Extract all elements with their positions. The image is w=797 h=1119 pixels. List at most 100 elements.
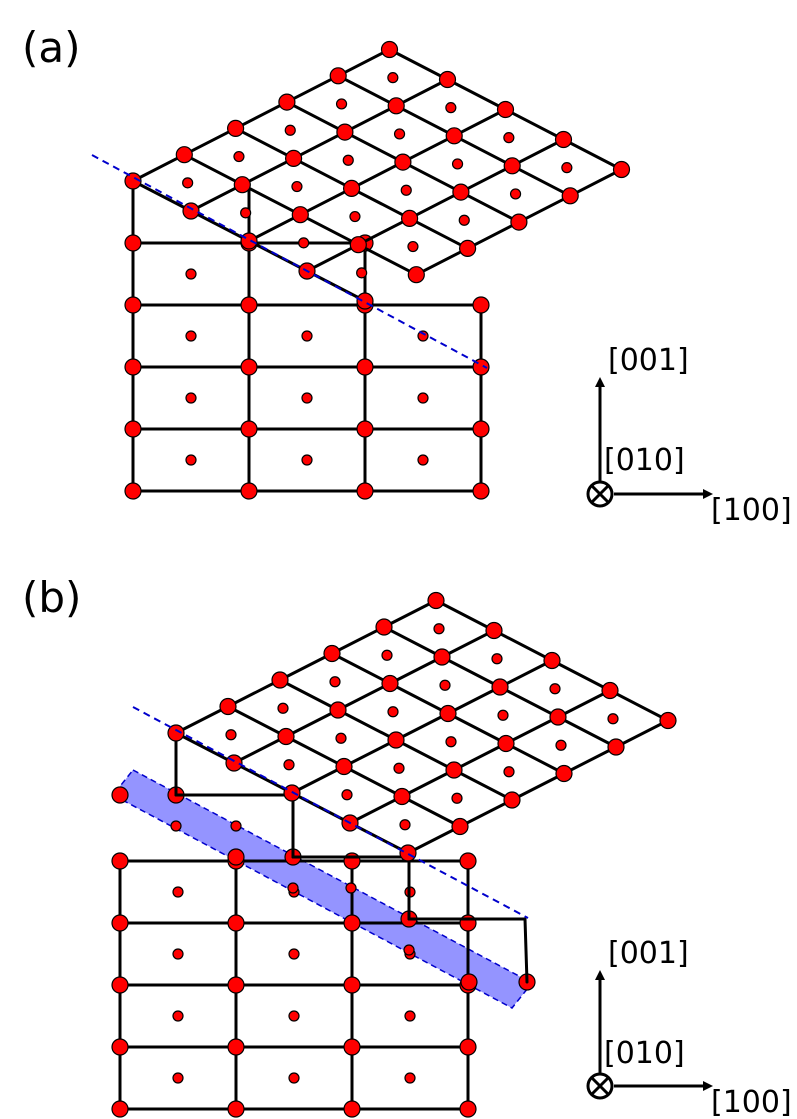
bond-line [562, 138, 623, 171]
axis-100-label: [100] [711, 1085, 792, 1119]
corner-atom [433, 648, 451, 666]
center-atom [345, 882, 357, 894]
corner-atom [496, 100, 515, 119]
bond-line [452, 108, 507, 138]
center-atom [607, 713, 619, 725]
corner-atom [485, 621, 503, 640]
bond-line [388, 682, 450, 715]
bond-line [452, 742, 508, 772]
center-atom [407, 240, 419, 253]
bond-line [504, 715, 560, 745]
bond-line [446, 78, 507, 111]
corner-atom [387, 97, 405, 115]
center-atom [509, 188, 522, 200]
corner-atom [111, 1100, 129, 1118]
corner-atom [503, 157, 521, 175]
center-atom [458, 214, 470, 226]
corner-atom [111, 786, 129, 804]
bond-line [342, 765, 404, 798]
corner-atom [335, 757, 353, 776]
center-atom [341, 789, 353, 801]
bond-line [343, 130, 405, 164]
axis-001-label: [001] [608, 343, 689, 378]
center-atom [417, 392, 429, 404]
bond-line [382, 625, 444, 659]
corner-atom [472, 420, 490, 438]
bond-line [234, 126, 296, 160]
corner-atom [503, 791, 521, 809]
bond-line [336, 48, 391, 78]
corner-atom [427, 591, 445, 610]
panel-a: (a) [001] [010] [100] [22, 23, 792, 528]
center-atom [561, 162, 573, 174]
center-atom [393, 762, 405, 774]
corner-atom [227, 848, 245, 866]
bond-line [401, 134, 456, 164]
corner-atom [329, 67, 347, 85]
corner-atom [356, 482, 374, 500]
bond-line [226, 705, 288, 738]
center-atom [433, 623, 445, 635]
bond-line [330, 652, 392, 685]
upper-grain-b [167, 591, 677, 862]
center-atom [349, 210, 361, 223]
bond-line [292, 130, 347, 160]
bond-line [394, 104, 456, 138]
corner-atom [380, 40, 399, 59]
center-atom [497, 709, 509, 721]
corner-atom [111, 852, 129, 870]
bond-line [232, 735, 288, 765]
corner-atom [459, 1100, 477, 1118]
corner-atom [240, 232, 258, 250]
corner-atom [227, 1038, 245, 1056]
bond-line [240, 156, 296, 187]
center-atom [549, 683, 561, 695]
center-atom [403, 944, 415, 956]
bond-line [408, 190, 463, 220]
center-atom [301, 392, 313, 404]
corner-atom [227, 119, 245, 137]
corner-atom [543, 651, 561, 670]
corner-atom [445, 127, 463, 145]
center-atom [230, 820, 242, 832]
center-atom [301, 454, 313, 466]
corner-atom [124, 358, 142, 376]
bond-line [174, 731, 236, 765]
center-atom [301, 330, 313, 342]
bond-line [356, 216, 412, 247]
center-atom [451, 792, 463, 804]
center-atom [503, 766, 515, 778]
bond-line [292, 156, 354, 190]
bond-line [336, 682, 392, 712]
bond-line [414, 246, 470, 277]
corner-atom [460, 973, 478, 991]
circled-x-icon [586, 1072, 614, 1100]
corner-atom [356, 292, 374, 310]
bond-line [400, 768, 456, 798]
center-atom [417, 330, 429, 342]
corner-atom [407, 266, 425, 284]
corner-atom [343, 976, 361, 994]
center-atom [288, 1010, 300, 1022]
panel-a-label: (a) [22, 23, 81, 72]
bond-line [446, 712, 508, 745]
corner-atom [240, 296, 258, 314]
corner-atom [381, 674, 399, 693]
center-atom [555, 739, 567, 751]
bond-line [356, 243, 418, 277]
corner-atom [659, 711, 677, 730]
center-atom [225, 729, 237, 741]
bond-line [342, 738, 398, 768]
bond-line [498, 685, 560, 719]
bond-line [394, 712, 450, 742]
center-atom [503, 132, 515, 144]
bond-line [440, 655, 502, 689]
corner-atom [549, 708, 567, 726]
axes-indicator-a: [001] [010] [100] [586, 343, 792, 528]
center-atom [445, 736, 457, 748]
corner-atom [111, 1038, 129, 1056]
bond-line [400, 795, 462, 828]
corner-atom [356, 420, 374, 438]
bond-line [284, 708, 340, 738]
bond-line [278, 652, 334, 682]
